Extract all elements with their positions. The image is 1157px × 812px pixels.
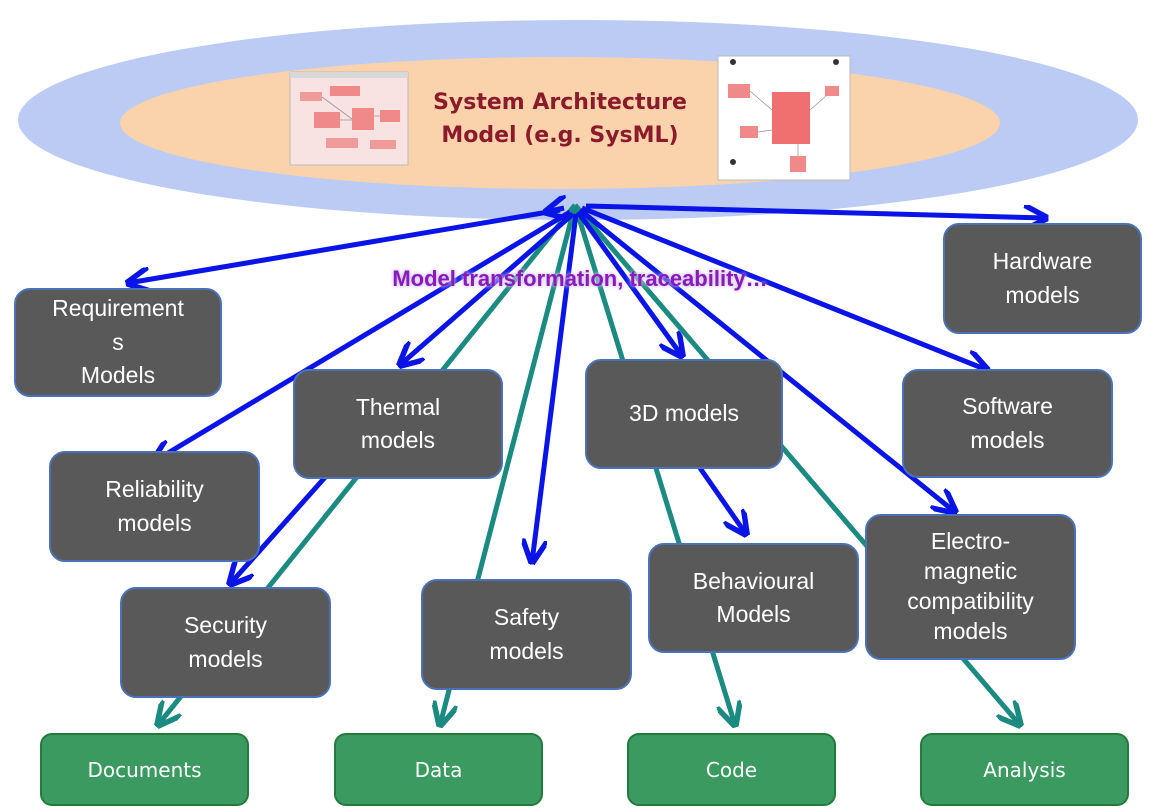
arrow-to-3d	[575, 210, 682, 356]
core-model-title: System Architecture Model (e.g. SysML)	[433, 90, 687, 148]
arrow-to-reliability	[153, 209, 572, 462]
transformation-label: Model transformation, traceability…	[392, 266, 768, 291]
behavioural-models-box[interactable]: Behavioural Models	[648, 543, 859, 653]
sysml-thumbnail-left	[289, 71, 409, 166]
arrow-3d-to-behavioural	[697, 466, 746, 534]
hardware-models-box[interactable]: Hardware models	[943, 223, 1142, 334]
sysml-thumbnail-right	[717, 55, 851, 181]
requirements-models-box[interactable]: Requirement s Models	[14, 288, 222, 397]
arrow-to-hardware	[585, 203, 1046, 218]
arrow-to-core	[546, 208, 564, 212]
arrow-thermal-to-security	[230, 472, 330, 584]
thermal-models-box[interactable]: Thermal models	[293, 369, 503, 479]
documents-output-box[interactable]: Documents	[40, 733, 249, 806]
safety-models-box[interactable]: Safety models	[421, 579, 632, 690]
arrow-to-software	[581, 205, 987, 370]
blue-arrows	[128, 206, 1046, 584]
security-models-box[interactable]: Security models	[120, 587, 331, 698]
software-models-box[interactable]: Software models	[902, 369, 1113, 478]
code-output-box[interactable]: Code	[627, 733, 836, 806]
arrow-to-requirements	[128, 207, 561, 283]
reliability-models-box[interactable]: Reliability models	[49, 451, 260, 562]
arrow-to-safety	[532, 213, 579, 562]
emc-models-box[interactable]: Electro- magnetic compatibility models	[865, 514, 1076, 660]
3d-models-box[interactable]: 3D models	[585, 359, 783, 469]
analysis-output-box[interactable]: Analysis	[920, 733, 1129, 806]
arrow-to-thermal	[400, 212, 575, 365]
data-output-box[interactable]: Data	[334, 733, 543, 806]
